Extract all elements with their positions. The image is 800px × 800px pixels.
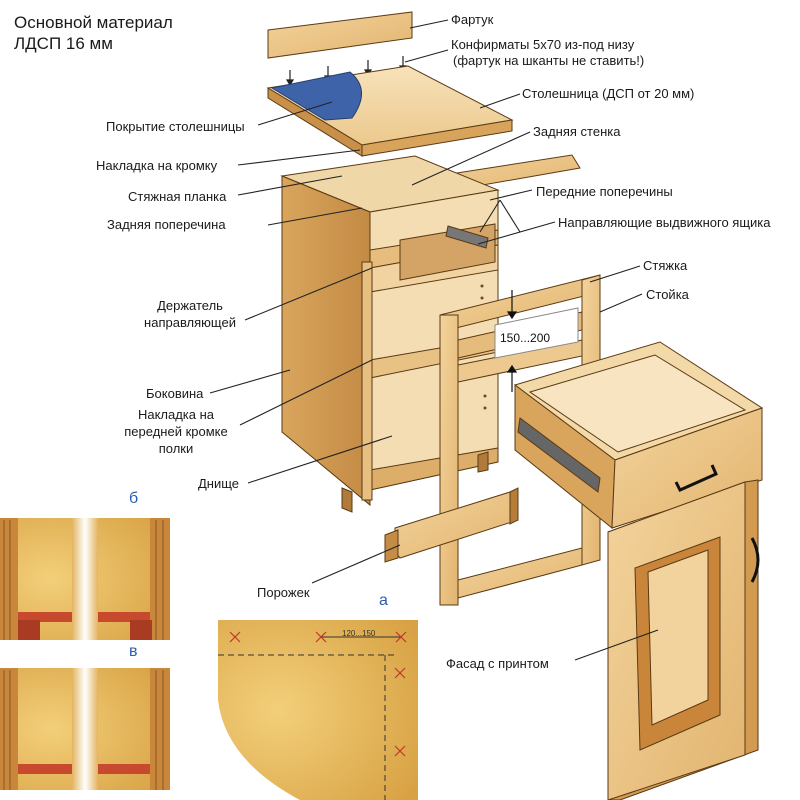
label-post: Стойка <box>646 287 689 302</box>
label-guide-holder-line2: направляющей <box>144 315 236 330</box>
material-title: Основной материал ЛДСП 16 мм <box>14 12 173 54</box>
facade-door <box>607 479 759 800</box>
facade-handle <box>750 537 760 583</box>
material-title-line2: ЛДСП 16 мм <box>14 34 113 53</box>
drawer-handle <box>674 464 718 492</box>
detail-letter-a: а <box>379 592 388 609</box>
label-back-wall: Задняя стенка <box>533 124 621 139</box>
dimension-arrows <box>506 290 518 392</box>
label-back-crossbar: Задняя поперечина <box>107 217 226 232</box>
material-title-line1: Основной материал <box>14 13 173 32</box>
label-apron: Фартук <box>451 12 494 27</box>
dimension-corner: 120...150 <box>342 629 376 638</box>
label-side-wall: Боковина <box>146 386 204 401</box>
label-tie-strip: Стяжная планка <box>128 189 227 204</box>
label-confirmats-line1: Конфирматы 5х70 из-под низу <box>451 37 635 52</box>
label-plinth: Порожек <box>257 585 310 600</box>
apron-panel <box>267 11 413 59</box>
detail-letter-b: б <box>129 490 139 507</box>
detail-a <box>218 620 418 800</box>
label-edge-trim: Накладка на кромку <box>96 158 218 173</box>
label-facade: Фасад с принтом <box>446 656 549 671</box>
label-guide-holder: Держатель направляющей <box>130 297 250 331</box>
label-shelf-trim-line2: передней кромке <box>124 424 228 439</box>
label-drawer-guides: Направляющие выдвижного ящика <box>558 215 771 230</box>
label-shelf-trim-line3: полки <box>158 441 194 456</box>
dimension-gap: 150...200 <box>500 331 551 345</box>
label-confirmats-line2: (фартук на шканты не ставить!) <box>453 53 645 68</box>
label-tie: Стяжка <box>643 258 688 273</box>
label-countertop-cover: Покрытие столешницы <box>106 119 245 134</box>
countertop <box>266 65 514 157</box>
drawer <box>513 341 764 530</box>
shelf-pin-holes <box>480 284 487 410</box>
label-shelf-trim: Накладка на передней кромке полки <box>120 406 232 457</box>
cabinet-carcass <box>280 155 500 513</box>
label-countertop: Столешница (ДСП от 20 мм) <box>522 86 695 101</box>
label-bottom: Днище <box>198 476 240 491</box>
label-front-crossbars: Передние поперечины <box>536 184 673 199</box>
label-shelf-trim-line1: Накладка на <box>137 407 215 422</box>
detail-v <box>0 668 170 790</box>
detail-b <box>0 518 170 640</box>
detail-letter-v: в <box>129 643 138 660</box>
plinth <box>384 487 519 563</box>
leader-lines <box>209 19 659 661</box>
label-guide-holder-line1: Держатель <box>157 298 223 313</box>
